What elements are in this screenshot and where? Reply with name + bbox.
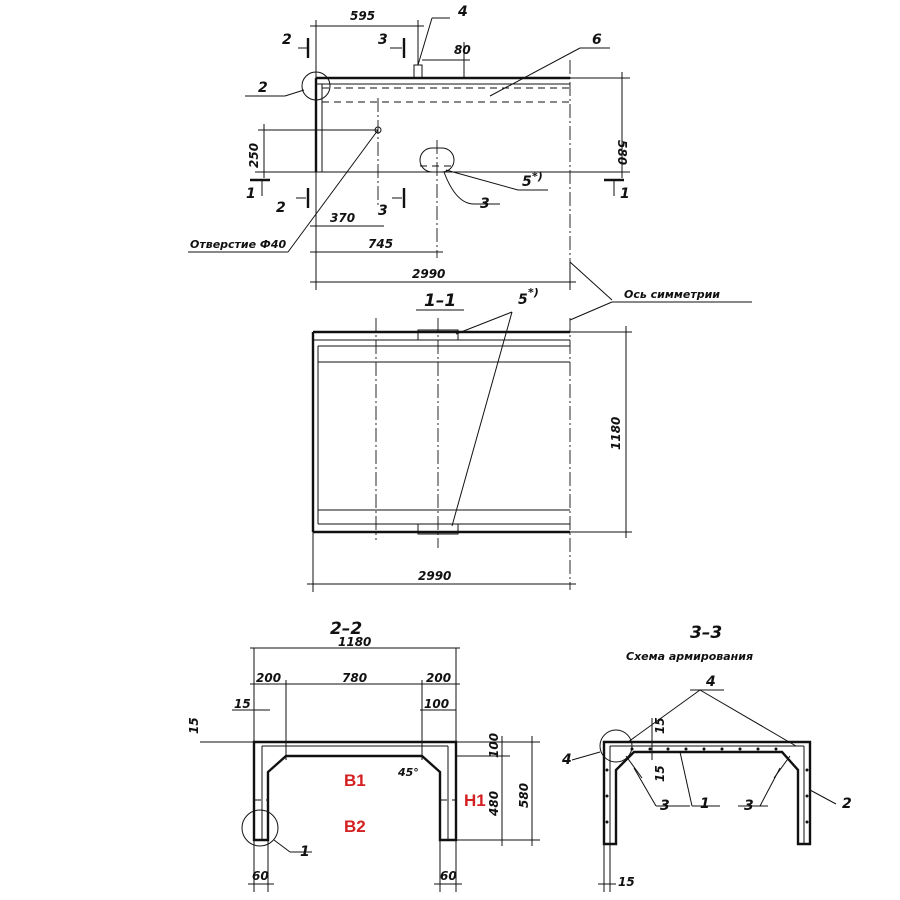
dim-80: 80	[454, 43, 471, 57]
section-1-1: 1–1 5 *) 1180 2990	[307, 286, 632, 592]
dim-250: 250	[247, 143, 261, 168]
s33-dim-15a: 15	[653, 717, 667, 734]
callout-3: 3	[480, 196, 490, 212]
s33-dim-15b: 15	[653, 765, 667, 782]
s22-dim-100a: 100	[424, 697, 449, 711]
rebar-dot	[805, 820, 809, 824]
rebar-dot	[756, 747, 760, 751]
section-2-2-title: 2–2	[330, 619, 362, 639]
hole-label: Отверстие Ф40	[190, 238, 286, 251]
section-1-label-left: 1	[246, 186, 256, 202]
leader-2	[284, 89, 305, 97]
section-2-2: 2–2 1180 200 780 200 15 15 100 45° 1	[187, 619, 540, 892]
dim-370: 370	[330, 211, 355, 225]
section-3-3: 3–3 Схема армирования 4 4	[561, 623, 852, 892]
s33-callout-3b: 3	[744, 798, 754, 814]
leader-4	[417, 17, 433, 66]
dim-2990: 2990	[412, 267, 445, 281]
s33-callout-4a: 4	[705, 674, 716, 690]
detail-circle-1	[241, 809, 279, 847]
section-3-3-title: 3–3	[690, 623, 722, 643]
label-b2: B2	[344, 817, 366, 836]
section-3-label-top: 3	[378, 32, 388, 48]
s33-dim-15c: 15	[618, 875, 635, 889]
s22-dim-15b: 15	[187, 717, 201, 734]
s33-bar-3-left	[625, 755, 643, 779]
s22-dim-100b: 100	[487, 733, 501, 758]
s22-dim-780: 780	[342, 671, 367, 685]
s22-angle-45: 45°	[397, 766, 419, 779]
leader-3	[443, 171, 475, 205]
rebar-dot	[666, 747, 670, 751]
detail-circle-4	[599, 729, 633, 763]
section-3-label-bottom: 3	[378, 203, 388, 219]
rebar-dot	[605, 820, 609, 824]
s11-dim-1180: 1180	[609, 417, 623, 450]
section-2-label-top: 2	[282, 32, 292, 48]
s33-callout-2: 2	[842, 796, 852, 812]
dim-595: 595	[350, 9, 375, 23]
s33-profile	[602, 740, 812, 846]
s11-leader-5a	[455, 311, 513, 335]
s22-dim-200b: 200	[426, 671, 451, 685]
dim-580: 580	[615, 140, 629, 165]
axis-leader-2	[569, 301, 613, 321]
embedded-part-4	[413, 64, 423, 79]
s11-dim-2990: 2990	[418, 569, 451, 583]
s33-callout-3a: 3	[660, 798, 670, 814]
rebar-dot	[738, 747, 742, 751]
section-2-label-bottom: 2	[276, 200, 286, 216]
s22-dim-60a: 60	[252, 869, 269, 883]
s33-leader-1	[679, 751, 693, 807]
s33-callout-4b: 4	[561, 752, 572, 768]
plan-view: 595 80 4 6 2 2 3 580 250	[188, 4, 752, 321]
label-b1: B1	[344, 771, 366, 790]
s22-callout-1: 1	[300, 844, 310, 860]
leader-6	[489, 47, 581, 97]
s22-dim-480: 480	[487, 791, 501, 817]
s33-leader-3a	[633, 767, 657, 807]
rebar-dot	[605, 794, 609, 798]
rebar-dot	[774, 747, 778, 751]
s22-dim-200a: 200	[256, 671, 281, 685]
rebar-dot	[702, 747, 706, 751]
axis-label: Ось симметрии	[624, 288, 720, 301]
leader-1	[273, 839, 291, 853]
callout-4: 4	[457, 4, 468, 20]
s11-leader-5b	[451, 311, 513, 527]
callout-6: 6	[592, 32, 602, 48]
callout-5: 5	[522, 174, 532, 190]
s33-leader-3b	[759, 767, 781, 807]
s22-dim-60b: 60	[440, 869, 457, 883]
s33-leader-4a	[627, 689, 701, 743]
callout-2-detail: 2	[258, 80, 268, 96]
s33-leader-4b	[699, 689, 797, 747]
rebar-dot	[805, 794, 809, 798]
label-h1: H1	[464, 791, 486, 810]
callout-5-mark: *)	[532, 170, 543, 183]
rebar-dot	[605, 768, 609, 772]
axis-leader-1	[569, 261, 613, 301]
s22-dim-580: 580	[517, 783, 531, 808]
rebar-dot	[720, 747, 724, 751]
s22-profile	[252, 740, 458, 842]
leader-5	[445, 169, 519, 191]
hole-leader	[287, 129, 379, 253]
dim-745: 745	[368, 237, 393, 251]
lifting-loop-plan	[419, 147, 455, 173]
s11-callout-5-mark: *)	[528, 286, 539, 299]
section-1-label-right: 1	[620, 186, 630, 202]
s22-dim-15a: 15	[234, 697, 251, 711]
rebar-dot	[648, 747, 652, 751]
s33-callout-1: 1	[700, 796, 710, 812]
s22-dim-1180: 1180	[338, 635, 371, 649]
rebar-dot	[805, 768, 809, 772]
section-1-1-title: 1–1	[424, 291, 456, 311]
s33-leader-4-left	[571, 751, 601, 761]
rebar-dot	[684, 747, 688, 751]
section-3-3-subtitle: Схема армирования	[626, 650, 753, 663]
s33-leader-2	[809, 789, 837, 805]
s11-callout-5: 5	[518, 292, 528, 308]
